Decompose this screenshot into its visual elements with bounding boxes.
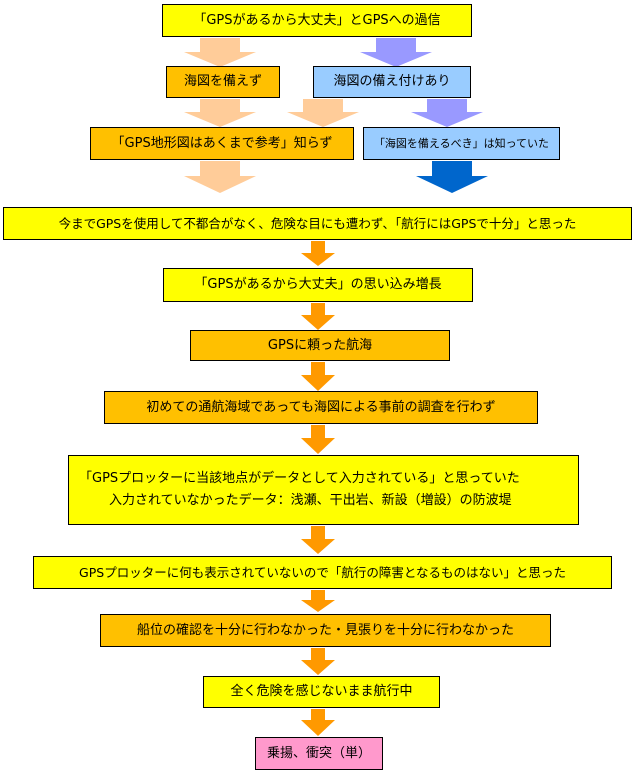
node-knew-chart-required: 「海図を備えるべき」は知っていた (363, 127, 560, 160)
arrow-n9-to-n10 (301, 590, 335, 612)
arrow-n2a-to-n3a-right (287, 99, 359, 127)
arrow-n3a-to-n4 (184, 161, 256, 193)
node-grounding-collision: 乗揚、衝突（単） (255, 737, 383, 770)
arrow-n8-to-n9 (301, 526, 335, 554)
arrow-n6-to-n7 (301, 362, 335, 391)
node-unaware-gps-map-reference: 「GPS地形図はあくまで参考」知らず (90, 127, 354, 160)
node-belief-growth: 「GPSがあるから大丈夫」の思い込み増長 (163, 268, 473, 302)
node-gps-sufficient-belief: 今までGPSを使用して不都合がなく、危険な目にも遭わず、「航行にはGPSで十分」… (3, 207, 632, 240)
arrow-n10-to-n11 (301, 648, 335, 675)
arrow-n7-to-n8 (301, 425, 335, 454)
arrow-n4-to-n5 (301, 241, 335, 266)
node-assumed-data-entered: 「GPSプロッターに当該地点がデータとして入力されている」と思っていた 入力され… (68, 455, 579, 525)
node-no-chart: 海図を備えず (166, 66, 280, 98)
node-gps-reliant-voyage: GPSに頼った航海 (190, 330, 450, 361)
arrow-n2a-to-n3a (184, 99, 256, 127)
node-missing-data-list: 入力されていなかったデータ：浅瀬、干出岩、新設（増設）の防波堤 (109, 493, 512, 508)
node-insufficient-position-lookout: 船位の確認を十分に行わなかった・見張りを十分に行わなかった (100, 614, 551, 647)
node-assumed-data-entered-line1: 「GPSプロッターに当該地点がデータとして入力されている」と思っていた (79, 471, 520, 487)
arrow-n11-to-n12 (301, 709, 335, 736)
node-gps-overconfidence: 「GPSがあるから大丈夫」とGPSへの過信 (162, 4, 472, 37)
arrow-n1-to-n2b (360, 38, 432, 67)
node-navigating-unaware: 全く危険を感じないまま航行中 (203, 676, 440, 708)
node-chart-equipped: 海図の備え付けあり (313, 66, 471, 98)
arrow-n3b-to-n4 (416, 161, 488, 193)
arrow-n2b-to-n3b (411, 99, 483, 127)
arrow-n1-to-n2a (184, 38, 256, 67)
arrow-n5-to-n6 (301, 303, 335, 330)
node-no-obstacles-belief: GPSプロッターに何も表示されていないので「航行の障害となるものはない」と思った (33, 556, 612, 589)
node-no-advance-survey: 初めての通航海域であっても海図による事前の調査を行わず (104, 391, 538, 424)
